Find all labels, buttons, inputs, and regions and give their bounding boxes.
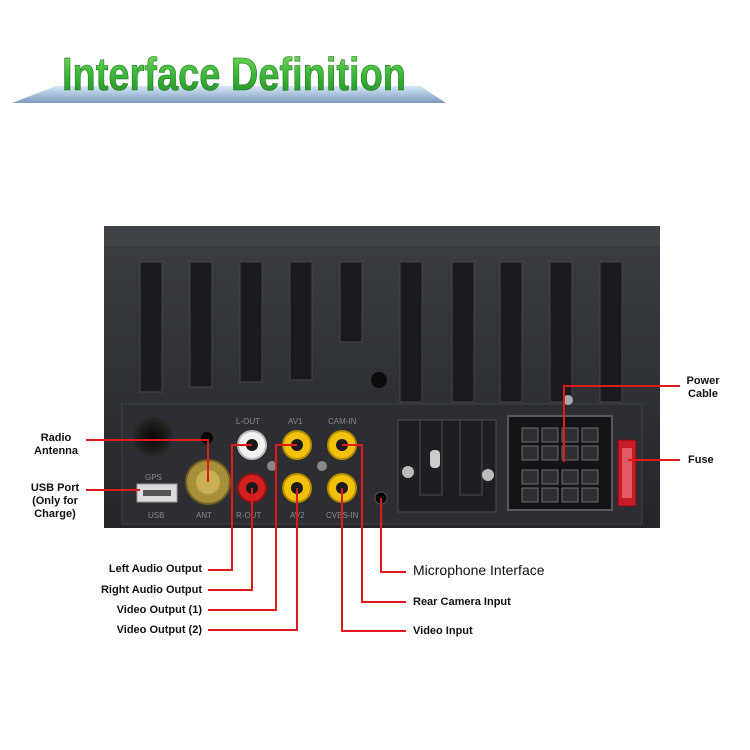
leader-lines [86,385,680,632]
bracket-latch [430,450,440,468]
leader-microphone [380,498,406,573]
label-fuse: Fuse [688,454,714,466]
l-out-marking: L-OUT [236,417,260,426]
fuse-window [622,448,632,498]
cam-in-marking: CAM-IN [328,417,357,426]
page-title: Interface Definition [62,48,406,100]
av1-marking: AV1 [288,417,303,426]
title-banner: Interface Definition [12,48,446,103]
ant-marking: ANT [196,511,212,520]
title-shelf [12,86,446,103]
leader-video-input [341,488,406,632]
label-right-audio-output: Right Audio Output [100,584,202,596]
bracket-screw [402,466,414,478]
leader-video-output-1 [208,444,297,611]
unit-top-rim [104,226,660,246]
label-usb-port: USB Port (Only for Charge) [30,482,80,520]
cooling-fins [139,261,623,403]
bracket-screw [482,469,494,481]
leader-video-output-2 [208,488,298,631]
label-video-output-2: Video Output (2) [116,624,202,636]
leader-radio-antenna [86,439,209,482]
gps-port [133,417,173,457]
r-out-marking: R-OUT [236,511,261,520]
power-connector [507,415,613,511]
usb-port-tongue [143,490,171,496]
label-video-output-1: Video Output (1) [116,604,202,616]
connector-screw [563,395,573,405]
label-radio-antenna: Radio Antenna [34,432,78,457]
gps-marking: GPS [145,473,162,482]
usb-marking: USB [148,511,164,520]
label-video-input: Video Input [413,625,473,637]
panel-screw [317,461,327,471]
leader-rear-camera [342,444,406,603]
leader-left-audio [208,444,252,571]
leader-power-cable [563,385,680,462]
leader-right-audio [208,488,253,591]
label-rear-camera-input: Rear Camera Input [413,596,511,608]
label-left-audio-output: Left Audio Output [108,563,202,575]
mount-screw-hole [371,372,387,388]
label-microphone-interface: Microphone Interface [413,562,545,578]
mounting-bracket [397,419,497,513]
panel-screw [267,461,277,471]
label-power-cable: Power Cable [686,375,720,400]
